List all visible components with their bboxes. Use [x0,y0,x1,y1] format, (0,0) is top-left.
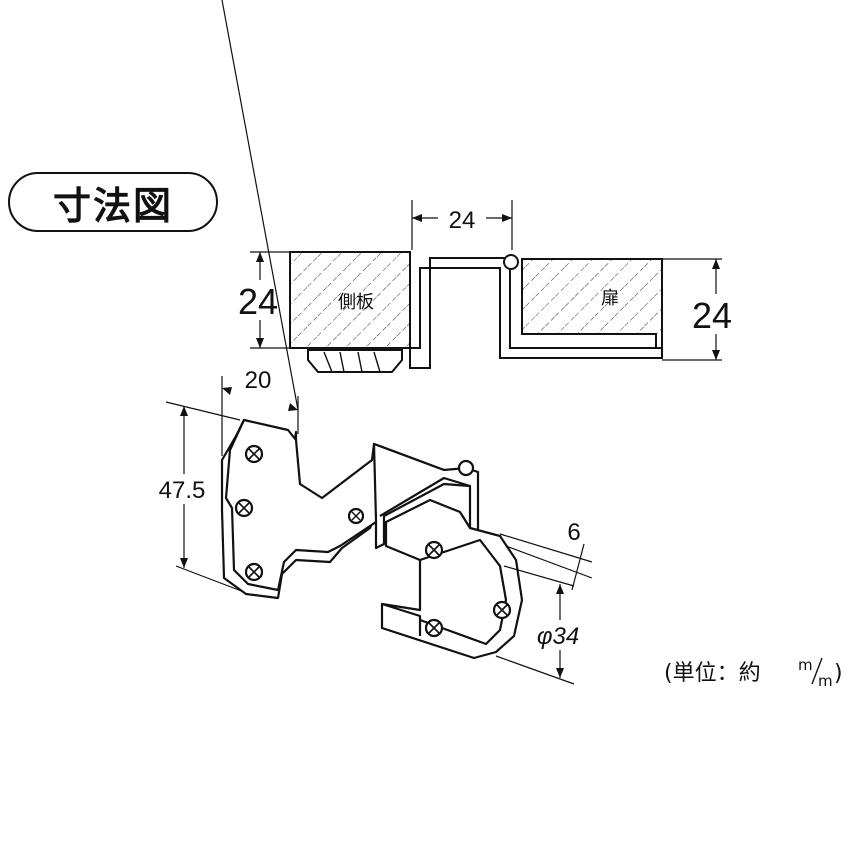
unit-note: (単位：約 m m ) [664,656,843,690]
door-thickness-label: 24 [692,295,732,336]
pivot-pin-iso [457,459,475,477]
gap-width-label: 24 [449,207,476,234]
screw-icon [424,618,444,638]
pivot-pin [503,254,519,270]
door-block [521,258,663,349]
mount-plate-section [307,349,403,373]
unit-note-denominator: m [818,672,833,690]
sheet-thickness-label: 6 [567,519,580,546]
plate-height-label: 47.5 [159,477,206,504]
side-panel-label: 側板 [338,292,374,313]
side-panel-thickness-label: 24 [238,281,278,322]
plate-width-label: 20 [245,367,272,394]
iso-dimensions [165,0,593,685]
isometric-view [220,418,524,660]
screw-icon [244,444,264,464]
hinge-section [409,257,663,369]
page-title: 寸法図 [52,183,173,228]
section-view: 24 24 側板 24 扉 [232,200,742,373]
door-label: 扉 [601,288,619,309]
screw-icon [244,562,264,582]
screw-icon [234,498,254,518]
unit-note-suffix: ) [834,661,843,686]
screw-icon [424,540,444,560]
side-panel-block [289,251,411,349]
title-badge: 寸法図 [8,172,218,232]
screw-icon [347,507,365,525]
door-cup [380,498,524,660]
unit-note-prefix: (単位：約 [664,661,761,686]
unit-note-numerator: m [798,656,813,674]
curve-diameter-label: φ34 [537,623,579,650]
screw-icon [492,600,512,620]
